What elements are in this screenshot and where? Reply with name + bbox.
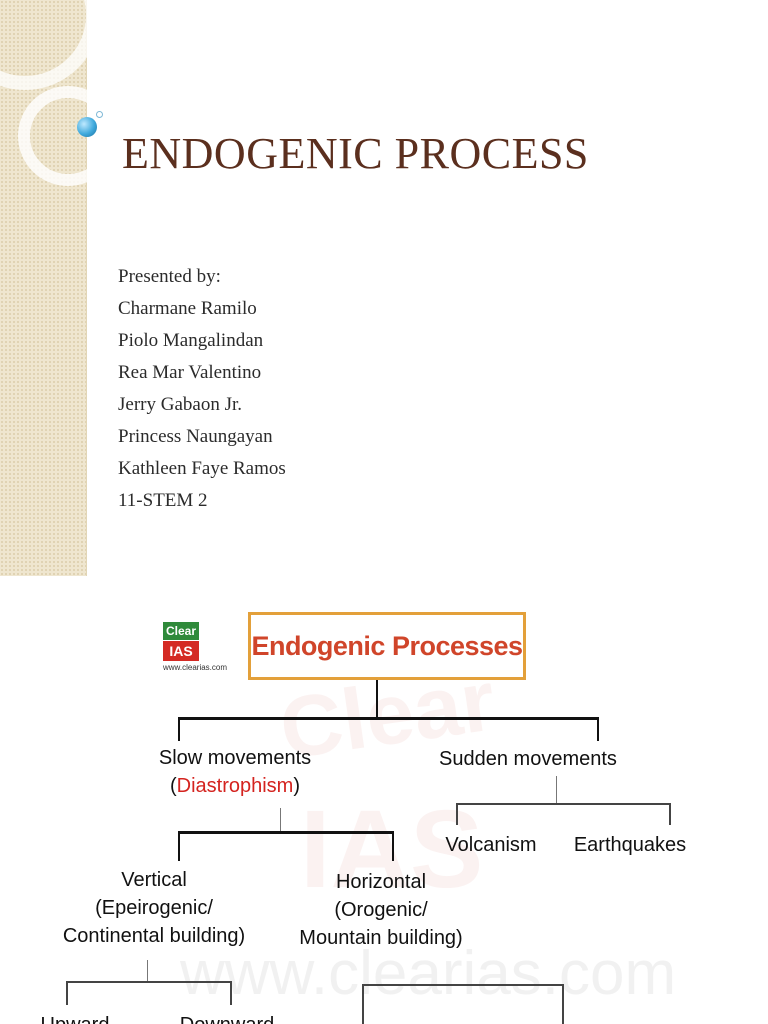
connector (562, 984, 564, 1024)
connector (178, 717, 599, 720)
presenter-name: Piolo Mangalindan (118, 330, 264, 351)
decorative-arc-middle (18, 86, 118, 186)
volcanism-node: Volcanism (445, 834, 537, 856)
logo-url: www.clearias.com (163, 663, 228, 672)
connector (362, 984, 364, 1024)
slow-movements-label: Slow movements (158, 747, 312, 769)
decorative-side-band (0, 0, 118, 576)
decorative-ring-icon (96, 111, 103, 118)
paren: ( (169, 775, 177, 797)
connector (456, 803, 458, 825)
decorative-orb-icon (77, 117, 97, 137)
diastrophism-label: (Diastrophism) (150, 772, 320, 800)
connector (147, 960, 148, 982)
presenter-name: Jerry Gabaon Jr. (118, 394, 242, 415)
logo-clear-text: Clear (163, 622, 199, 640)
horizontal-label: Horizontal (335, 871, 427, 893)
logo-ias-text: IAS (163, 641, 199, 661)
slow-movements-node: Slow movements (Diastrophism) (150, 744, 320, 800)
connector (597, 717, 599, 741)
connector (556, 776, 557, 804)
presenter-name: Rea Mar Valentino (118, 362, 262, 383)
decorative-arc-top (0, 0, 100, 90)
connector (178, 831, 394, 834)
title-slide: ENDOGENIC PROCESS Presented by: Charmane… (0, 0, 589, 576)
connector (178, 831, 180, 861)
sudden-movements-node: Sudden movements (439, 748, 617, 770)
connector (376, 680, 378, 718)
horizontal-node: Horizontal (Orogenic/ Mountain building) (286, 868, 476, 952)
diagram-slide: Clear IAS www.clearias.com Clear IAS www… (0, 576, 768, 1024)
connector (362, 984, 564, 986)
presenters-heading: Presented by: (118, 266, 221, 287)
upward-node: Upward (30, 1011, 120, 1024)
vertical-label: Vertical (121, 869, 187, 891)
connector (66, 981, 232, 983)
vertical-node: Vertical (Epeirogenic/ Continental build… (54, 866, 254, 950)
connector (669, 803, 671, 825)
connector (230, 981, 232, 1005)
section-label: 11-STEM 2 (118, 490, 208, 511)
clearias-logo: Clear IAS www.clearias.com (163, 622, 233, 672)
presenter-name: Princess Naungayan (118, 426, 273, 447)
slide-title: ENDOGENIC PROCESS (122, 129, 589, 178)
connector (178, 717, 180, 741)
presenter-name: Charmane Ramilo (118, 298, 257, 319)
connector (392, 831, 394, 861)
paren: ) (293, 775, 301, 797)
presenters-list: Presented by: Charmane Ramilo Piolo Mang… (118, 263, 286, 519)
root-node: Endogenic Processes (248, 612, 526, 680)
connector (66, 981, 68, 1005)
connector (280, 808, 281, 832)
diastrophism-highlight: Diastrophism (176, 775, 294, 797)
epeirogenic-label: (Epeirogenic/ (95, 897, 213, 919)
connector (456, 803, 671, 805)
downward-node: Downward (172, 1011, 282, 1024)
mountain-building-label: Mountain building) (299, 927, 463, 949)
continental-building-label: Continental building) (62, 925, 246, 947)
earthquakes-node: Earthquakes (573, 834, 687, 856)
orogenic-label: (Orogenic/ (334, 899, 428, 921)
presenter-name: Kathleen Faye Ramos (118, 458, 286, 479)
